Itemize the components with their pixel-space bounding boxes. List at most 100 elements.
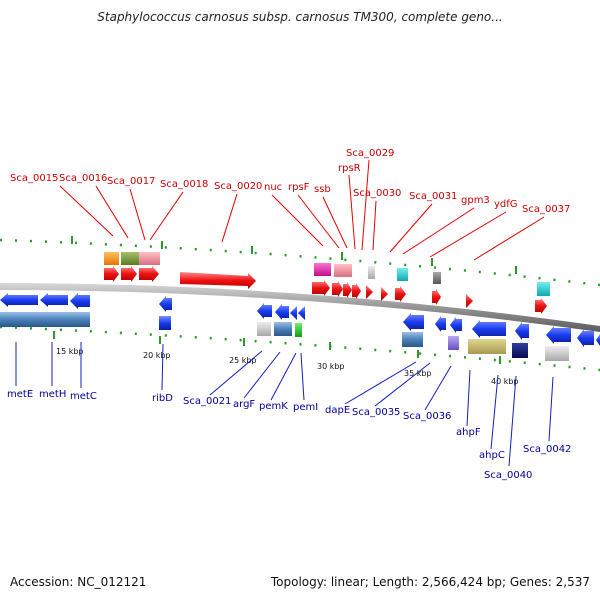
gene-label-rpsf: rpsF <box>288 182 310 193</box>
gene-arrow <box>275 304 289 320</box>
gene-arrow <box>343 282 352 298</box>
gene-arrow <box>435 316 446 332</box>
gene-arrow <box>577 329 594 347</box>
gene-arrow <box>104 266 119 282</box>
gene-arrow <box>352 283 361 299</box>
gene-block-pink <box>139 252 160 265</box>
gene-block-cyan <box>537 282 550 296</box>
gene-label-sca-0017: Sca_0017 <box>107 176 155 187</box>
top-label-leaders <box>59 159 545 261</box>
gene-label-peml: pemI <box>293 402 318 413</box>
upper-dotted-guide <box>0 238 600 287</box>
gene-label-meth: metH <box>39 389 66 400</box>
gene-block-khaki <box>468 339 506 354</box>
gene-arrow <box>381 287 388 301</box>
gene-label-sca-0031: Sca_0031 <box>409 191 457 202</box>
bottom-gene-labels: metE metH metC ribD Sca_0021 argF pemK p… <box>7 389 571 481</box>
lower-tick-marks <box>53 331 501 364</box>
gene-arrow <box>139 266 159 282</box>
gene-label-sca-0042: Sca_0042 <box>523 444 571 455</box>
gene-block-steel <box>0 312 90 327</box>
gene-arrow <box>403 313 424 331</box>
gene-block-cyan <box>397 268 408 281</box>
gene-block-steel <box>402 332 423 347</box>
gene-arrow <box>450 317 462 333</box>
gene-label-ribd: ribD <box>152 393 173 404</box>
gene-arrow <box>159 296 172 312</box>
gene-label-sca-0015: Sca_0015 <box>10 173 58 184</box>
scale-tick-label: 20 kbp <box>143 351 171 360</box>
gene-block-magenta <box>314 263 331 276</box>
gene-block-pink <box>334 264 352 277</box>
gene-label-ahpc: ahpC <box>479 450 505 461</box>
map-title: Staphylococcus carnosus subsp. carnosus … <box>97 10 503 24</box>
gene-arrow <box>366 285 373 299</box>
gene-label-pemk: pemK <box>259 401 288 412</box>
gene-label-gpm3: gpm3 <box>461 195 490 206</box>
gene-arrow <box>40 293 68 307</box>
gene-arrow <box>432 289 441 305</box>
gene-label-metc: metC <box>70 391 97 402</box>
gene-arrow <box>395 286 406 302</box>
gene-block-gray <box>545 346 569 361</box>
top-gene-labels: Sca_0015 Sca_0016 Sca_0017 Sca_0018 Sca_… <box>10 148 570 215</box>
gene-arrow <box>290 306 297 320</box>
gene-label-sca-0037: Sca_0037 <box>522 204 570 215</box>
accession-text: Accession: NC_012121 <box>10 575 147 589</box>
bottom-label-leaders <box>15 342 554 467</box>
gene-arrow <box>332 281 343 297</box>
gene-block-steel <box>274 322 292 336</box>
gene-label-sca-0018: Sca_0018 <box>160 179 208 190</box>
gene-label-rpsr: rpsR <box>338 163 361 174</box>
gene-arrow <box>546 326 571 344</box>
gene-arrow <box>472 320 506 338</box>
gene-arrow <box>70 293 90 309</box>
scale-tick-label: 40 kbp <box>491 377 519 386</box>
gene-label-ssb: ssb <box>314 184 331 195</box>
gene-arrow <box>596 334 600 346</box>
scale-ticks: 15 kbp 20 kbp 25 kbp 30 kbp 35 kbp 40 kb… <box>56 347 519 386</box>
gene-arrow-sca-0020 <box>180 272 256 289</box>
lower-dotted-guide <box>0 325 600 372</box>
gene-block-dark <box>433 272 441 284</box>
gene-arrow <box>312 280 330 296</box>
gene-label-ahpf: ahpF <box>456 427 481 438</box>
gene-block-olive <box>121 252 139 265</box>
gene-arrow <box>535 298 547 314</box>
gene-label-sca-0029: Sca_0029 <box>346 148 394 159</box>
gene-block-green <box>295 323 302 337</box>
chromosome-backbone <box>0 283 600 332</box>
scale-tick-label: 15 kbp <box>56 347 84 356</box>
gene-arrow <box>257 303 272 319</box>
gene-label-sca-0016: Sca_0016 <box>59 173 107 184</box>
genome-summary-text: Topology: linear; Length: 2,566,424 bp; … <box>270 575 590 589</box>
gene-label-dape: dapE <box>325 405 350 416</box>
gene-block-gray <box>368 266 375 279</box>
scale-tick-label: 25 kbp <box>229 356 257 365</box>
gene-block-navy <box>512 343 528 358</box>
gene-label-mete: metE <box>7 389 33 400</box>
gene-block-gray <box>257 322 271 336</box>
gene-label-sca-0036: Sca_0036 <box>403 411 451 422</box>
gene-label-sca-0030: Sca_0030 <box>353 188 401 199</box>
gene-arrow <box>466 294 473 308</box>
gene-arrow <box>121 266 137 282</box>
gene-arrow <box>298 306 305 320</box>
gene-label-sca-0020: Sca_0020 <box>214 181 262 192</box>
scale-tick-label: 30 kbp <box>317 362 345 371</box>
gene-label-nuc: nuc <box>264 182 282 193</box>
gene-arrow <box>0 293 38 307</box>
gene-arrow <box>515 322 529 340</box>
gene-label-sca-0040: Sca_0040 <box>484 470 532 481</box>
scale-tick-label: 35 kbp <box>404 369 432 378</box>
forward-strand-features <box>104 252 550 314</box>
gene-block-blue <box>159 316 171 330</box>
upper-tick-marks <box>71 236 517 274</box>
gene-block-orange <box>104 252 119 265</box>
gene-label-ydfg: ydfG <box>494 199 518 210</box>
gene-block-violet <box>448 336 459 350</box>
reverse-strand-features <box>0 293 600 361</box>
gene-label-sca-0021: Sca_0021 <box>183 396 231 407</box>
